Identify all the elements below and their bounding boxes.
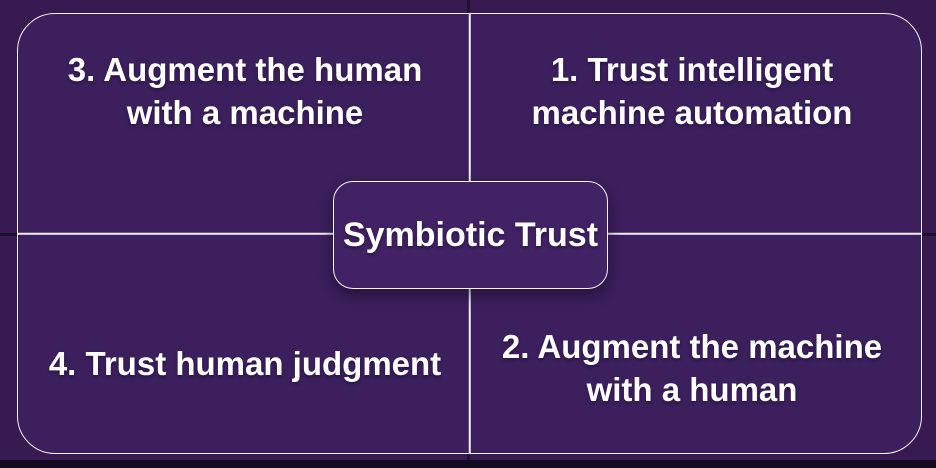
horizontal-divider-extension-right — [919, 233, 936, 236]
center-title-label: Symbiotic Trust — [342, 215, 599, 254]
quadrant-label-trust-human-judgment: 4. Trust human judgment — [48, 345, 442, 382]
bottom-edge-band — [0, 460, 936, 468]
vertical-divider-extension-top — [467, 0, 470, 15]
horizontal-divider-extension-left — [0, 233, 18, 236]
center-title-box: Symbiotic Trust — [333, 181, 608, 289]
vertical-divider-extension-bottom — [467, 453, 470, 461]
